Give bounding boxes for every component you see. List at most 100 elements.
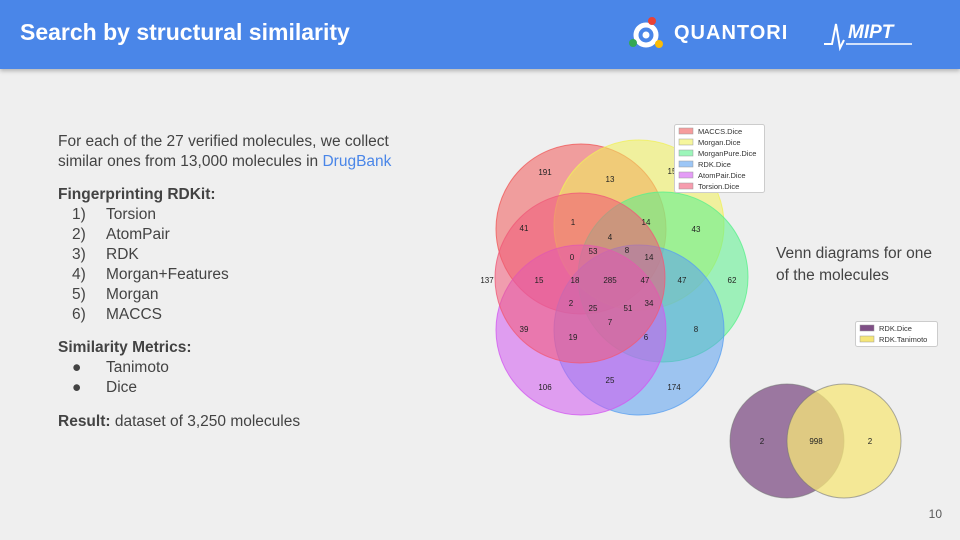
venn2-region-label: 2 <box>868 437 873 446</box>
list-number: 1) <box>72 206 86 223</box>
legend-swatch <box>678 127 694 135</box>
header-bar: Search by structural similarity QUANTORI… <box>0 0 960 69</box>
legend-swatch <box>678 171 694 179</box>
venn6-region-label: 4 <box>608 233 613 242</box>
venn6-region-label: 0 <box>570 253 575 262</box>
fingerprinting-heading: Fingerprinting RDKit: <box>58 186 216 203</box>
list-label: Torsion <box>106 206 156 223</box>
quantori-logo-text: QUANTORI <box>674 22 789 44</box>
slide-title: Search by structural similarity <box>20 19 350 45</box>
venn6-region-label: 7 <box>608 318 613 327</box>
venn6-region-label: 13 <box>606 175 615 184</box>
venn6-region-label: 62 <box>728 276 737 285</box>
venn2-legend: RDK.Dice RDK.Tanimoto <box>855 321 938 347</box>
result-text: dataset of 3,250 molecules <box>110 413 301 430</box>
venn6-region-label: 106 <box>538 383 552 392</box>
venn6-region-label: 15 <box>668 167 677 176</box>
venn6-region-label: 2 <box>569 299 574 308</box>
list-number: 6) <box>72 306 86 323</box>
venn6-region-label: 8 <box>625 246 630 255</box>
legend-label: Morgan.Dice <box>698 138 741 147</box>
result-label: Result: <box>58 413 111 430</box>
venn2-region-label: 2 <box>760 437 765 446</box>
venn6-region-label: 191 <box>538 168 552 177</box>
venn6-region-label: 8 <box>694 325 699 334</box>
legend-label: MACCS.Dice <box>698 127 742 136</box>
list-label: RDK <box>106 246 139 263</box>
mipt-logo-text: MIPT <box>848 22 894 43</box>
legend-label: AtomPair.Dice <box>698 171 746 180</box>
venn6-circles <box>494 139 749 416</box>
legend-label: RDK.Dice <box>879 324 912 333</box>
legend-label: RDK.Tanimoto <box>879 335 927 344</box>
venn2-region-label: 998 <box>809 437 823 446</box>
venn6-region-label: 43 <box>692 225 701 234</box>
fingerprinting-list: 1) Torsion 2) AtomPair 3)RDK 4) Morgan+Feat… <box>58 205 418 325</box>
venn6-region-label: 25 <box>606 376 615 385</box>
venn6-circle-torsion <box>494 192 666 364</box>
venn6-region-label: 47 <box>641 276 650 285</box>
list-number: 5) <box>72 286 86 303</box>
list-label: AtomPair <box>106 226 170 243</box>
page-number: 10 <box>928 507 942 521</box>
venn-diagram-six-set: 191 13 15 41 1 14 43 4 53 8 14 137 15 0 … <box>480 139 749 416</box>
list-label: Dice <box>106 379 138 396</box>
venn6-region-label: 51 <box>624 304 633 313</box>
quantori-logo-icon <box>629 17 663 48</box>
mipt-logo-icon <box>824 23 912 52</box>
list-item: ● Tanimoto <box>58 358 418 378</box>
venn6-legend: MACCS.Dice Morgan.Dice MorganPure.Dice R… <box>674 124 765 193</box>
list-item: ● Dice <box>58 378 418 398</box>
venn6-region-label: 15 <box>535 276 544 285</box>
venn6-region-label: 41 <box>520 224 529 233</box>
drugbank-link[interactable]: DrugBank <box>322 153 392 170</box>
venn6-region-label: 53 <box>589 247 598 256</box>
venn2-circle-rdk-tanimoto <box>786 383 902 499</box>
venn6-region-label: 14 <box>642 218 651 227</box>
legend-label: MorganPure.Dice <box>698 149 756 158</box>
venn-diagram-two-set: 2 998 2 <box>729 383 902 499</box>
list-item: 1) Torsion <box>58 205 418 225</box>
legend-label: RDK.Dice <box>698 160 731 169</box>
list-item: 4) Morgan+Features <box>58 265 418 285</box>
bullet-icon: ● <box>72 379 82 396</box>
list-item: 5) Morgan <box>58 285 418 305</box>
venn6-region-label: 19 <box>569 333 578 342</box>
venn6-region-label: 18 <box>571 276 580 285</box>
venn6-region-label: 34 <box>645 299 654 308</box>
list-item: 6) MACCS <box>58 305 418 325</box>
venn6-region-label: 285 <box>603 276 617 285</box>
list-label: MACCS <box>106 306 162 323</box>
legend-swatch <box>678 182 694 190</box>
legend-swatch <box>859 335 875 343</box>
bullet-icon: ● <box>72 359 82 376</box>
venn6-legend-rows: MACCS.Dice Morgan.Dice MorganPure.Dice R… <box>678 127 756 191</box>
venn6-region-label: 137 <box>480 276 494 285</box>
venn6-labels: 191 13 15 41 1 14 43 4 53 8 14 137 15 0 … <box>480 167 737 392</box>
venn6-region-label: 47 <box>678 276 687 285</box>
venn6-region-label: 6 <box>644 333 649 342</box>
legend-swatch <box>678 149 694 157</box>
list-number: 2) <box>72 226 86 243</box>
intro-text: For each of the 27 verified molecules, w… <box>58 133 389 170</box>
venn6-region-label: 1 <box>571 218 576 227</box>
metrics-heading: Similarity Metrics: <box>58 339 192 356</box>
venn6-region-label: 25 <box>589 304 598 313</box>
list-label: Tanimoto <box>106 359 169 376</box>
intro-paragraph: For each of the 27 verified molecules, w… <box>58 132 418 172</box>
result-line: Result: dataset of 3,250 molecules <box>58 412 418 432</box>
venn6-region-label: 14 <box>645 253 654 262</box>
legend-swatch <box>859 324 875 332</box>
slide-body: For each of the 27 verified molecules, w… <box>58 132 418 432</box>
list-item: 2) AtomPair <box>58 225 418 245</box>
list-number: 4) <box>72 266 86 283</box>
metrics-list: ● Tanimoto ● Dice <box>58 358 418 398</box>
list-label: Morgan <box>106 286 159 303</box>
list-label: Morgan+Features <box>106 266 229 283</box>
legend-swatch <box>678 138 694 146</box>
legend-swatch <box>678 160 694 168</box>
venn6-region-label: 39 <box>520 325 529 334</box>
legend-label: Torsion.Dice <box>698 182 739 191</box>
venn-caption: Venn diagrams for one of the molecules <box>776 245 932 284</box>
list-item: 3)RDK <box>58 245 418 265</box>
